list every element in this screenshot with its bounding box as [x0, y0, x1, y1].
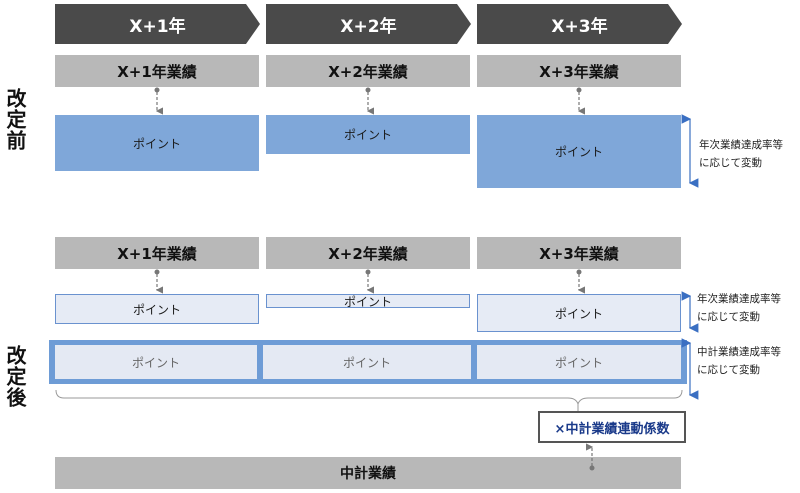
before-performance-2: X+2年業績	[266, 55, 470, 87]
mid-term-brace	[55, 389, 683, 406]
mid-term-performance-bar: 中計業績	[55, 457, 681, 489]
before-point-1: ポイント	[55, 115, 259, 171]
before-connector-1	[154, 87, 163, 115]
mid-term-point-2: ポイント	[263, 345, 471, 379]
year-header-1: X+1年	[55, 4, 260, 44]
after-annual-note-line-2: に応じて変動	[697, 311, 760, 323]
before-note: 年次業績達成率等 に応じて変動	[699, 136, 783, 172]
section-label-after: 改定後	[3, 345, 27, 408]
before-performance-3: X+3年業績	[477, 55, 681, 87]
after-connector-1	[154, 269, 163, 294]
year-header-2: X+2年	[266, 4, 471, 44]
mid-term-point-3: ポイント	[477, 345, 681, 379]
section-label-before: 改定前	[3, 88, 27, 151]
before-performance-1: X+1年業績	[55, 55, 259, 87]
before-point-2: ポイント	[266, 115, 470, 154]
before-note-line-1: 年次業績達成率等	[699, 139, 783, 151]
after-mid-note-line-1: 中計業績達成率等	[697, 346, 781, 358]
before-connector-2	[365, 87, 374, 115]
coefficient-box: ×中計業績連動係数	[538, 411, 686, 443]
before-point-3: ポイント	[477, 115, 681, 188]
after-annual-note-line-1: 年次業績達成率等	[697, 293, 781, 305]
after-annual-point-1: ポイント	[55, 294, 259, 324]
after-performance-1: X+1年業績	[55, 237, 259, 269]
year-header-3: X+3年	[477, 4, 682, 44]
after-annual-point-2: ポイント	[266, 294, 470, 309]
before-note-line-2: に応じて変動	[699, 157, 762, 169]
after-connector-2	[365, 269, 374, 294]
after-connector-3	[576, 269, 585, 294]
after-performance-2: X+2年業績	[266, 237, 470, 269]
after-performance-3: X+3年業績	[477, 237, 681, 269]
before-connector-3	[576, 87, 585, 115]
after-annual-note: 年次業績達成率等 に応じて変動	[697, 290, 781, 326]
total-connector	[586, 443, 595, 471]
after-mid-note-line-2: に応じて変動	[697, 364, 760, 376]
after-mid-note: 中計業績達成率等 に応じて変動	[697, 343, 781, 379]
after-annual-point-3: ポイント	[477, 294, 681, 332]
mid-term-point-1: ポイント	[55, 345, 257, 379]
